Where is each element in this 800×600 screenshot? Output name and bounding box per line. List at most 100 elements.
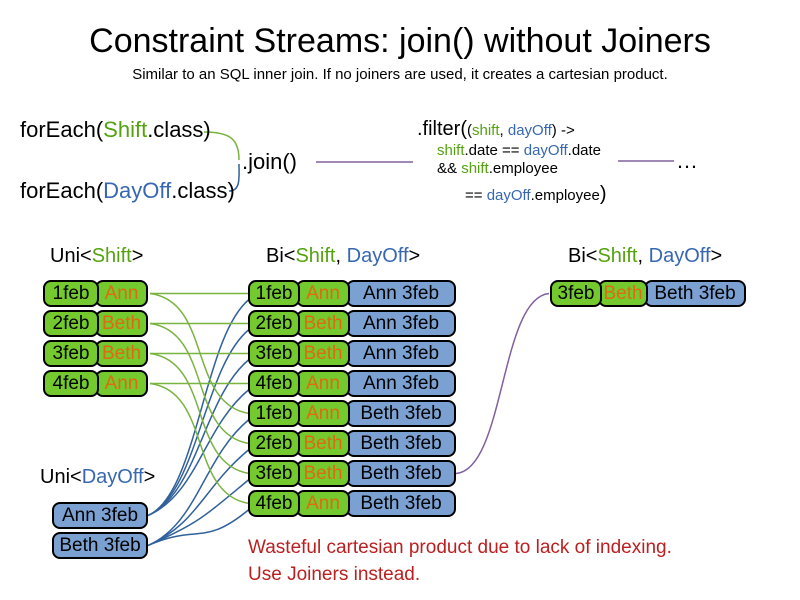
header-uni-shift: Uni<Shift>: [50, 245, 143, 268]
header-text: ,: [637, 245, 649, 267]
code-text: forEach(: [20, 117, 104, 142]
page-subtitle: Similar to an SQL inner join. If no join…: [132, 66, 668, 83]
shift-type-token: Shift: [295, 245, 336, 267]
code-text: .date ==: [464, 142, 524, 159]
dayoff-cell: Beth 3feb: [346, 460, 456, 487]
code-text: ==: [465, 187, 487, 204]
code-text: ): [599, 183, 607, 205]
code-text: .class): [171, 178, 235, 203]
header-text: ,: [335, 245, 347, 267]
dayoff-cell: Beth 3feb: [346, 400, 456, 427]
filter-line-1: .filter((shift, dayOff) ->: [417, 118, 607, 142]
code-text: .employee: [530, 187, 600, 204]
header-text: Uni<: [50, 245, 92, 267]
shift-date-cell: 2feb: [248, 430, 300, 457]
shift-date-cell: 4feb: [43, 370, 99, 397]
header-uni-dayoff: Uni<DayOff>: [40, 466, 155, 489]
code-foreach-shift: forEach(Shift.class): [20, 117, 211, 143]
header-text: >: [131, 245, 144, 267]
shift-employee-cell: Beth: [296, 460, 350, 487]
shift-employee-cell: Beth: [95, 310, 148, 337]
shift-type-token: Shift: [597, 245, 638, 267]
dayoff-type-token: DayOff: [648, 245, 711, 267]
header-bi-middle: Bi<Shift, DayOff>: [266, 245, 420, 268]
code-text: .date: [567, 142, 602, 159]
header-text: Bi<: [568, 245, 598, 267]
code-text: .filter(: [417, 118, 467, 140]
header-text: Uni<: [40, 466, 82, 488]
code-ellipsis: …: [676, 148, 698, 173]
code-text: &&: [437, 160, 462, 177]
shift-employee-cell: Ann: [296, 490, 350, 517]
dayoff-arg-token: dayOff: [523, 142, 568, 159]
dayoff-cell: Beth 3feb: [346, 430, 456, 457]
shift-date-cell: 3feb: [43, 340, 99, 367]
code-text: .class): [147, 117, 211, 142]
shift-date-cell: 2feb: [43, 310, 99, 337]
warning-note: Wasteful cartesian product due to lack o…: [248, 534, 672, 588]
filter-line-3: && shift.employee: [437, 160, 607, 178]
shift-class-token: Shift: [103, 117, 148, 142]
dayoff-cell: Ann 3feb: [52, 502, 148, 529]
shift-date-cell: 1feb: [248, 280, 300, 307]
shift-employee-cell: Ann: [95, 370, 148, 397]
shift-date-cell: 4feb: [248, 370, 300, 397]
shift-date-cell: 3feb: [248, 460, 300, 487]
header-text: >: [710, 245, 723, 267]
shift-employee-cell: Ann: [296, 370, 350, 397]
dayoff-arg-token: dayOff: [507, 122, 552, 139]
dayoff-cell: Beth 3feb: [346, 490, 456, 517]
code-text: forEach(: [20, 178, 104, 203]
header-bi-right: Bi<Shift, DayOff>: [568, 245, 722, 268]
shift-date-cell: 3feb: [248, 340, 300, 367]
shift-date-cell: 3feb: [550, 280, 602, 307]
dayoff-class-token: DayOff: [103, 178, 172, 203]
code-text: (: [467, 122, 472, 139]
shift-date-cell: 4feb: [248, 490, 300, 517]
dayoff-cell: Ann 3feb: [346, 310, 456, 337]
header-text: >: [408, 245, 421, 267]
warning-note-line: Wasteful cartesian product due to lack o…: [248, 537, 672, 558]
shift-arg-token: shift: [461, 160, 489, 177]
dayoff-cell: Beth 3feb: [644, 280, 746, 307]
code-text: .employee: [488, 160, 558, 177]
dayoff-cell: Ann 3feb: [346, 370, 456, 397]
shift-type-token: Shift: [91, 245, 132, 267]
code-foreach-dayoff: forEach(DayOff.class): [20, 178, 235, 204]
dayoff-type-token: DayOff: [346, 245, 409, 267]
shift-date-cell: 2feb: [248, 310, 300, 337]
page-title: Constraint Streams: join() without Joine…: [89, 22, 711, 60]
dayoff-cell: Ann 3feb: [346, 280, 456, 307]
shift-employee-cell: Beth: [598, 280, 648, 307]
dayoff-cell: Ann 3feb: [346, 340, 456, 367]
filter-line-2: shift.date == dayOff.date: [437, 142, 607, 160]
dayoff-type-token: DayOff: [81, 466, 144, 488]
dayoff-row: Beth 3feb: [52, 532, 148, 559]
filter-line-4: == dayOff.employee): [465, 183, 607, 205]
shift-employee-cell: Ann: [296, 280, 350, 307]
code-text: ) ->: [551, 122, 575, 139]
code-text: ,: [499, 122, 508, 139]
dayoff-cell: Beth 3feb: [52, 532, 148, 559]
shift-employee-cell: Beth: [296, 310, 350, 337]
shift-arg-token: shift: [437, 142, 465, 159]
shift-arg-token: shift: [472, 122, 500, 139]
dayoff-arg-token: dayOff: [486, 187, 531, 204]
shift-employee-cell: Ann: [95, 280, 148, 307]
shift-date-cell: 1feb: [43, 280, 99, 307]
shift-date-cell: 1feb: [248, 400, 300, 427]
shift-employee-cell: Beth: [296, 340, 350, 367]
